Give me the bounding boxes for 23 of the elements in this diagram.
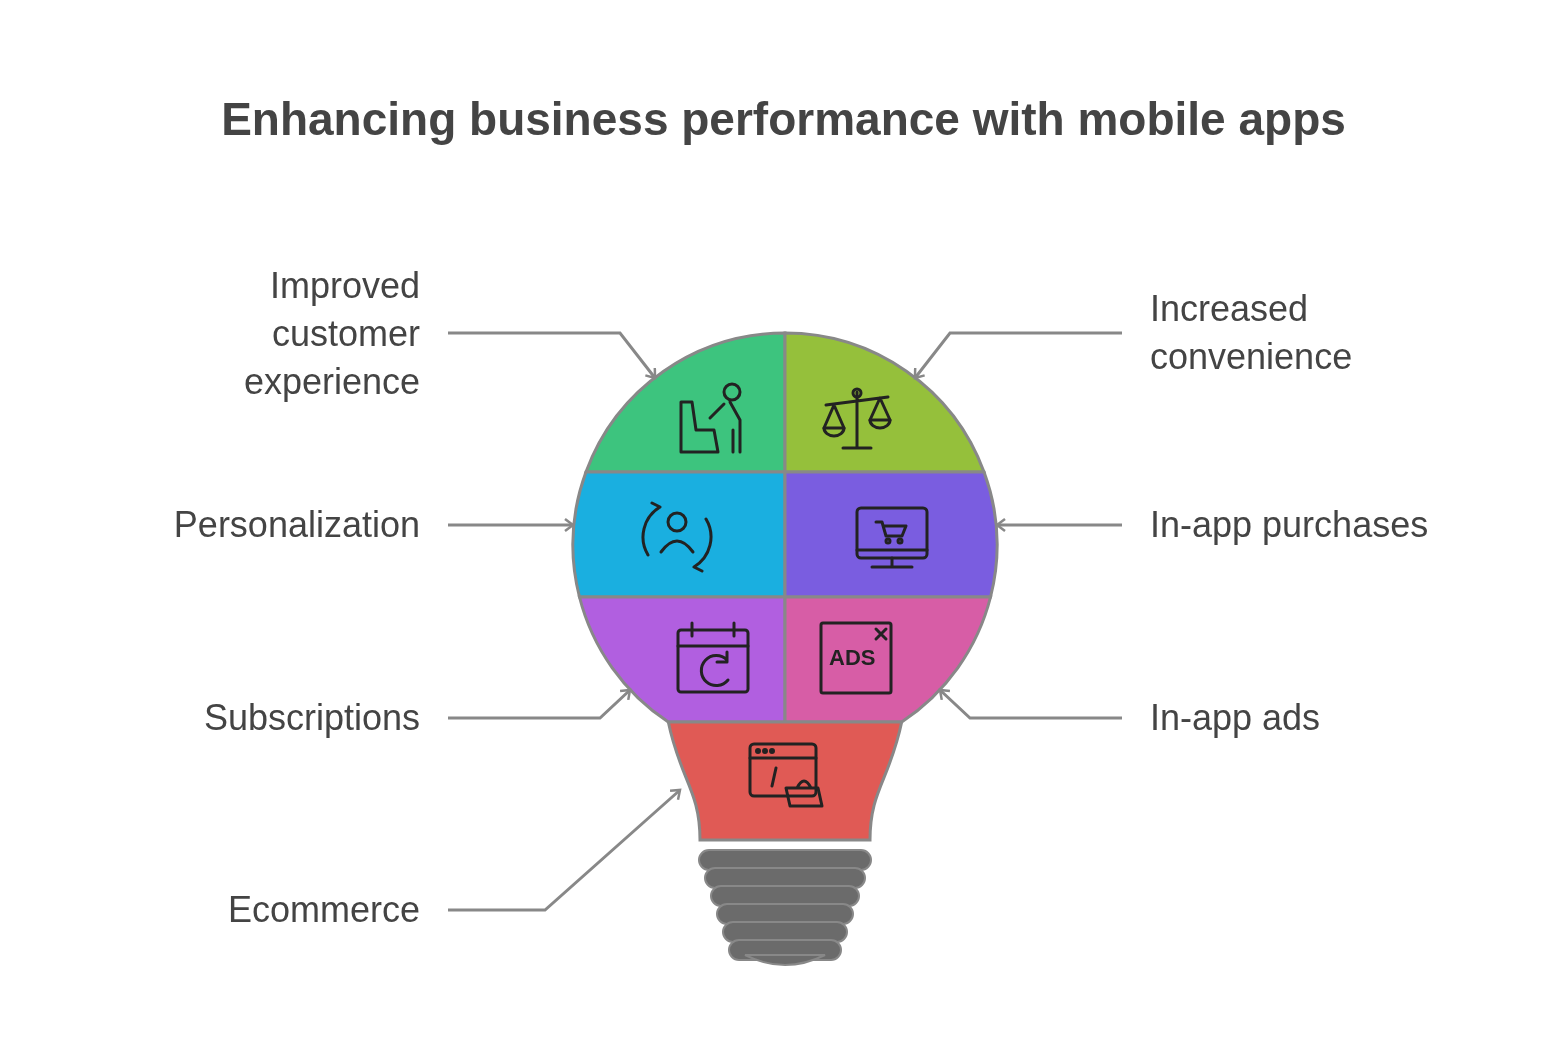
benefit-label: Ecommerce [60, 886, 420, 934]
bulb-segment [783, 595, 992, 724]
icon-text: ADS [829, 645, 876, 671]
bulb-segment [666, 720, 904, 842]
benefit-label: In-app ads [1150, 694, 1530, 742]
arrow [448, 688, 632, 720]
arrow [448, 331, 657, 380]
arrow [448, 517, 575, 533]
benefit-label: Increased convenience [1150, 285, 1450, 381]
arrow [938, 688, 1122, 720]
arrow [448, 788, 682, 912]
title: Enhancing business performance with mobile apps [220, 92, 1347, 146]
bulb-segment [584, 331, 787, 474]
benefit-label: Personalization [60, 501, 420, 549]
benefit-label: Improved customer experience [120, 262, 420, 406]
bulb-segment [578, 595, 787, 724]
benefit-label: Subscriptions [60, 694, 420, 742]
arrow [913, 331, 1122, 380]
benefit-label: In-app purchases [1150, 501, 1530, 549]
bulb-segment [783, 470, 999, 599]
arrow [995, 517, 1122, 533]
bulb-segment [571, 470, 787, 599]
bulb-segment [783, 331, 986, 474]
